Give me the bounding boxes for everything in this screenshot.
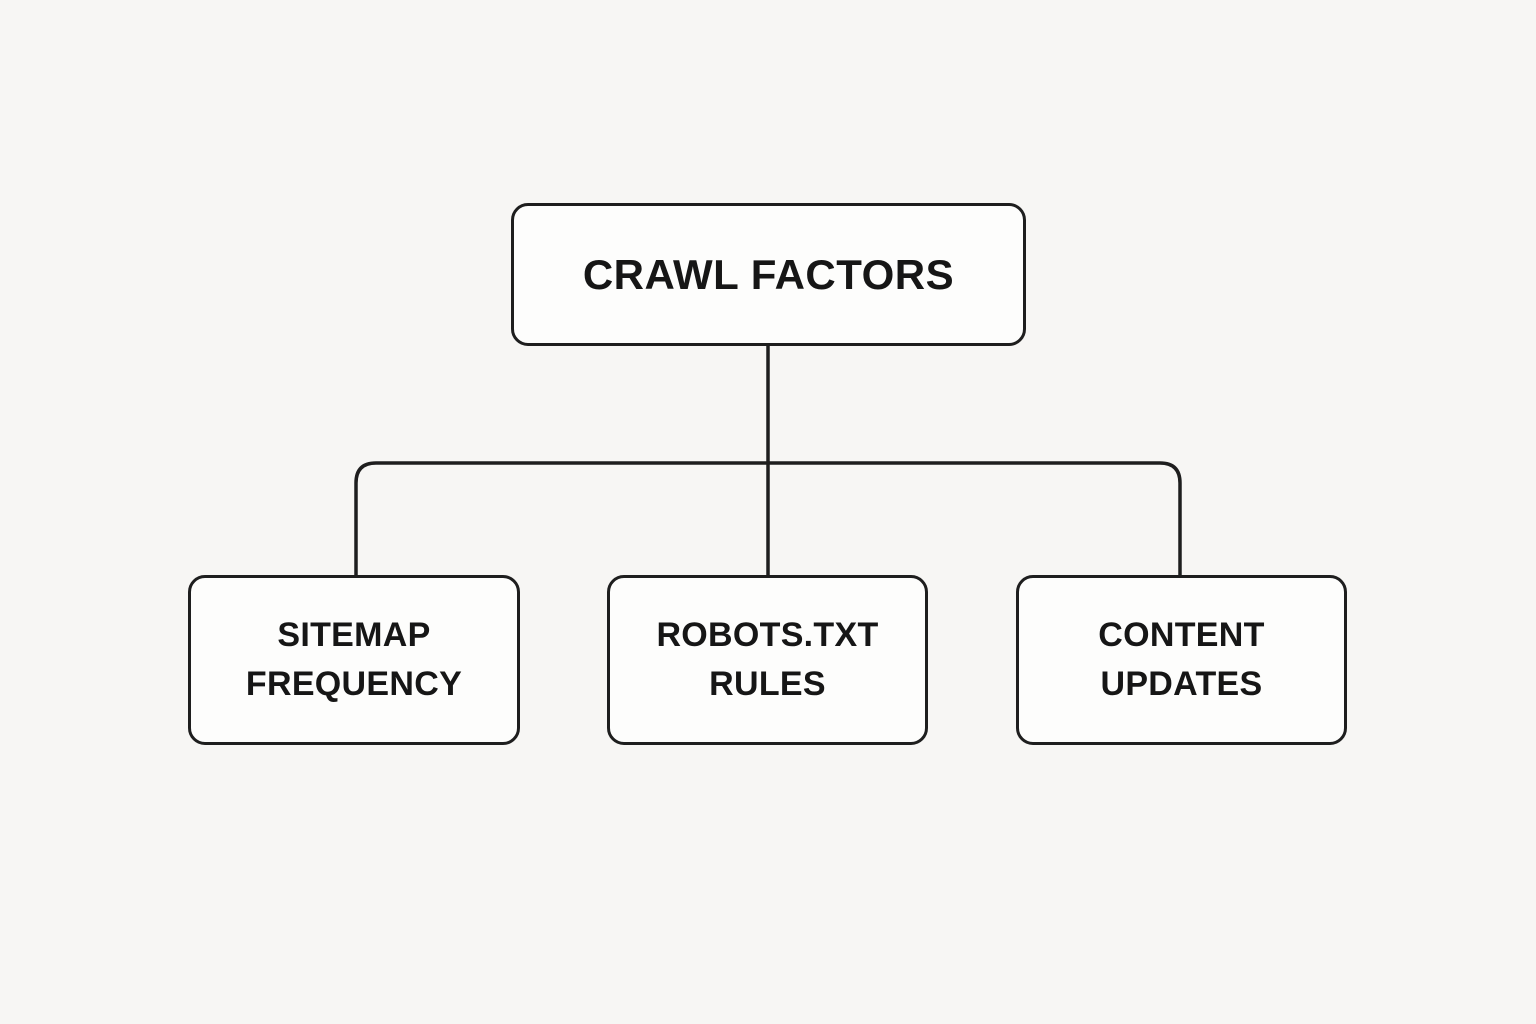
child-node-sitemap-frequency: SITEMAP FREQUENCY [188, 575, 520, 745]
child-node-content-updates: CONTENT UPDATES [1016, 575, 1347, 745]
root-node-label: CRAWL FACTORS [582, 250, 955, 298]
connector-bus-to-left-child [354, 461, 768, 576]
connector-bus-to-right-child [768, 461, 1182, 576]
child-node-label: SITEMAP FREQUENCY [245, 615, 463, 703]
root-node-crawl-factors: CRAWL FACTORS [511, 203, 1026, 346]
child-node-label: CONTENT UPDATES [1098, 615, 1265, 703]
child-node-label: ROBOTS.TXT RULES [656, 615, 879, 703]
child-node-robots-txt-rules: ROBOTS.TXT RULES [607, 575, 928, 745]
